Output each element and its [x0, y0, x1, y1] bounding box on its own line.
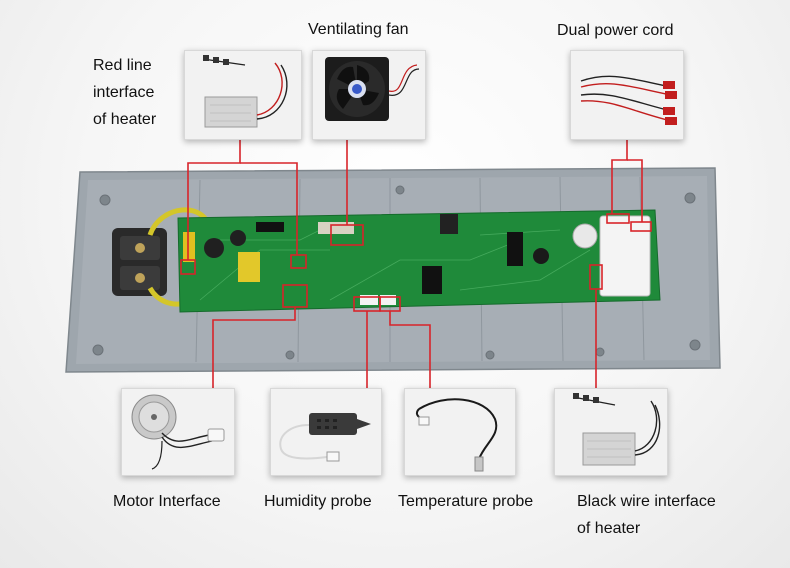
heater-black-wire-image	[555, 389, 667, 475]
label-ventilating-fan: Ventilating fan	[308, 21, 409, 38]
power-socket	[112, 228, 167, 296]
label-motor-interface: Motor Interface	[113, 493, 221, 510]
humidity-probe-image	[271, 389, 381, 475]
heater-red-wire-image	[185, 51, 301, 139]
temperature-probe-image	[405, 389, 515, 475]
power-cord-image	[571, 51, 683, 139]
label-dual-power-cord: Dual power cord	[557, 22, 674, 39]
callout-lines	[187, 138, 643, 388]
photo-red-line-heater	[184, 50, 302, 140]
photo-dual-power-cord	[570, 50, 684, 140]
pcb	[177, 209, 661, 313]
label-black-wire-heater-1: Black wire interface	[577, 493, 716, 510]
photo-ventilating-fan	[312, 50, 426, 140]
label-temperature-probe: Temperature probe	[398, 493, 534, 510]
fan-image	[313, 51, 425, 139]
label-red-line-heater-3: of heater	[93, 111, 157, 128]
label-red-line-heater-1: Red line	[93, 57, 152, 74]
photo-motor	[121, 388, 235, 476]
label-black-wire-heater-2: of heater	[577, 520, 641, 537]
photo-temperature-probe	[404, 388, 516, 476]
photo-humidity-probe	[270, 388, 382, 476]
label-red-line-heater: Red line interface of heater	[93, 52, 156, 133]
motor-image	[122, 389, 234, 475]
label-black-wire-heater: Black wire interface of heater	[577, 488, 716, 542]
label-red-line-heater-2: interface	[93, 84, 155, 101]
label-humidity-probe: Humidity probe	[264, 493, 372, 510]
photo-black-wire-heater	[554, 388, 668, 476]
